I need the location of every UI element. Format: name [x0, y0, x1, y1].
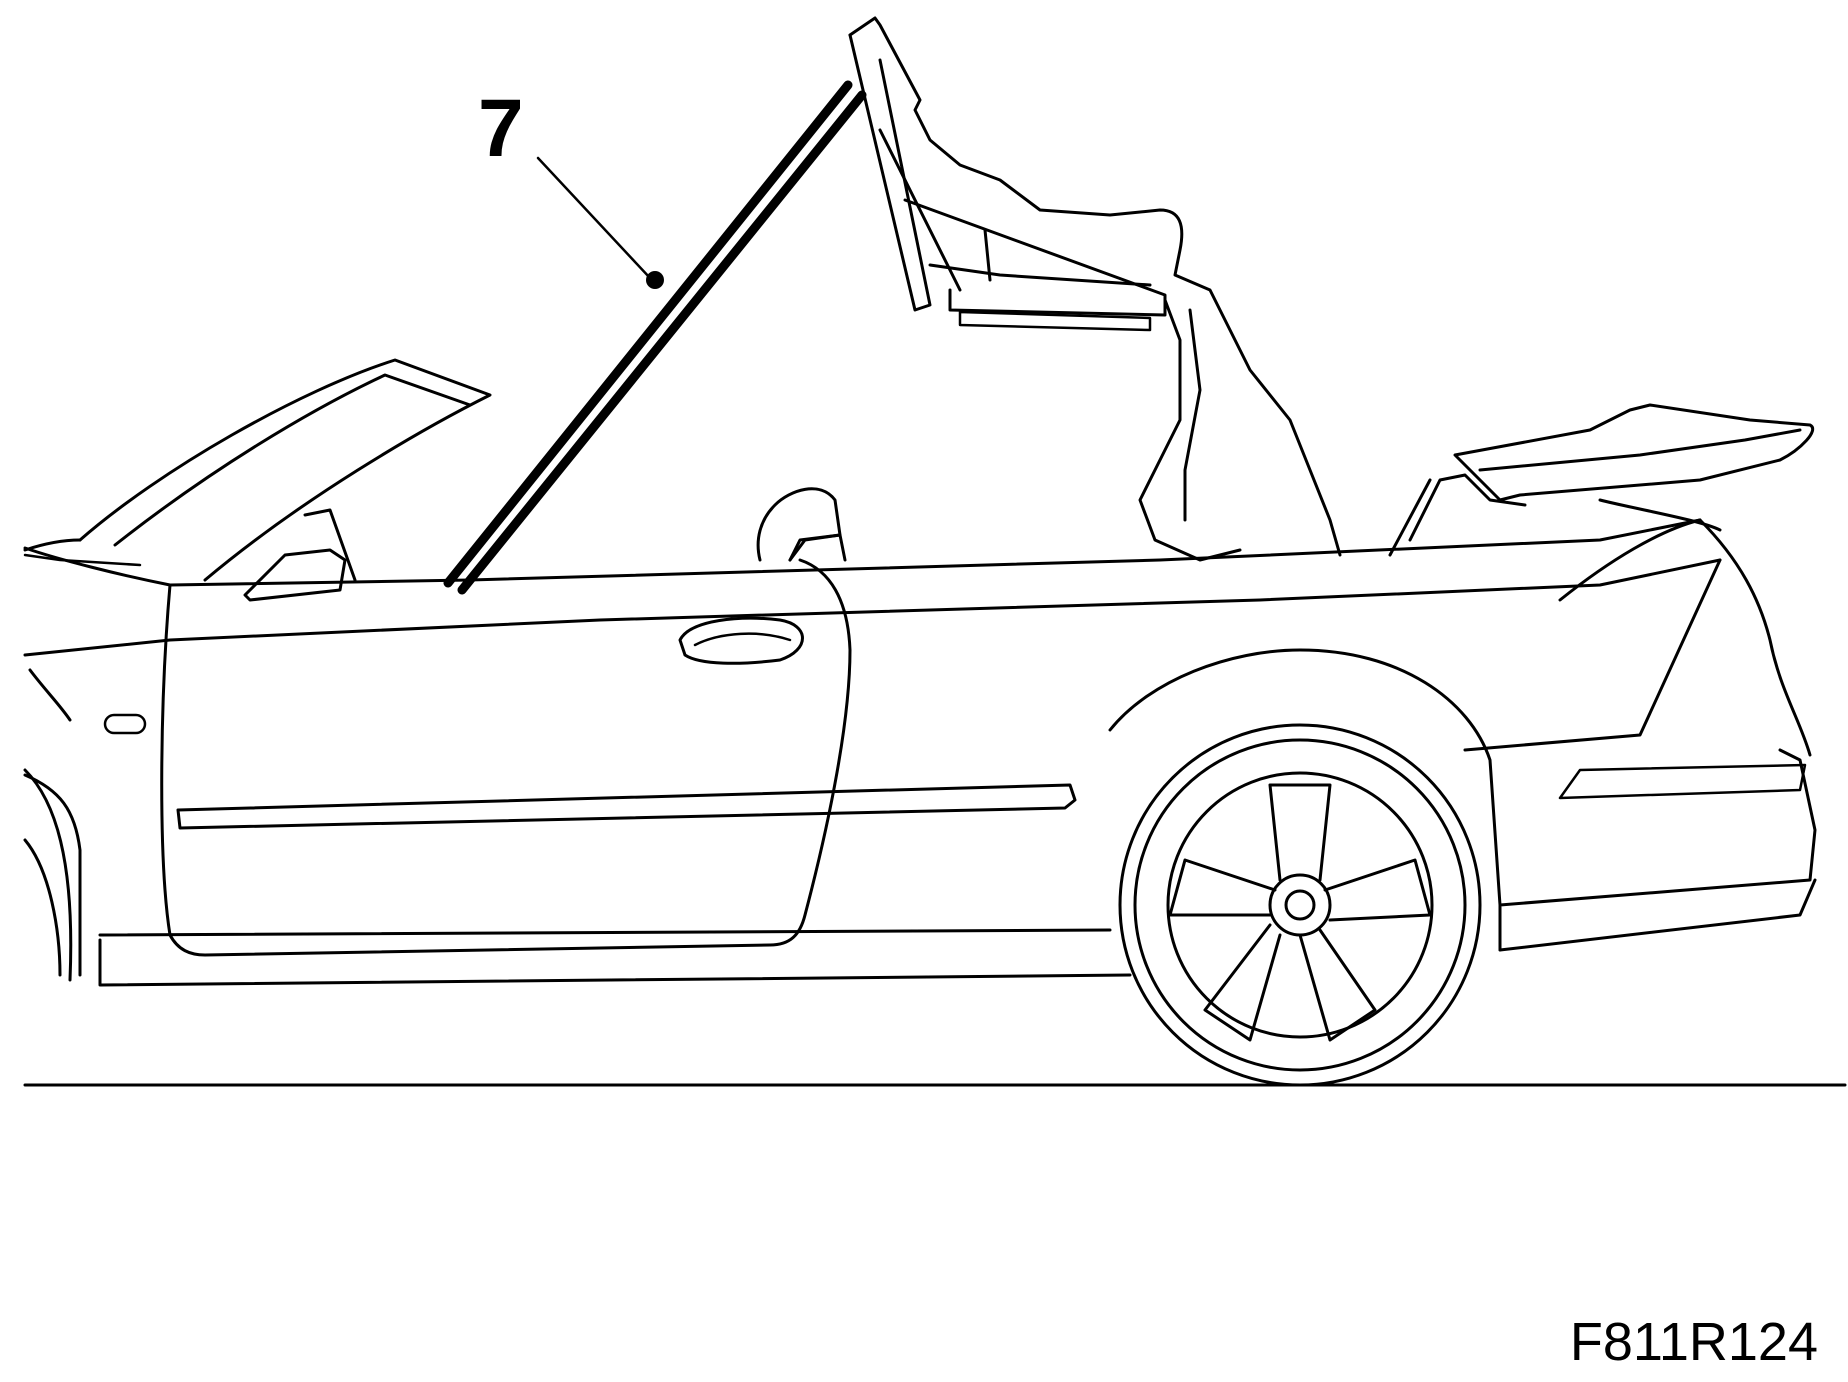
car-body [23, 518, 1817, 987]
callout-dot [646, 271, 664, 289]
side-mirror [243, 508, 357, 602]
folding-roof [848, 16, 1342, 562]
callout-number: 7 [478, 83, 524, 174]
windshield-frame [23, 358, 492, 582]
trunk-lid [1388, 403, 1814, 557]
seat-headrest [756, 487, 847, 562]
front-wheel-arc [23, 768, 73, 982]
rear-wheel [1108, 648, 1502, 1087]
part-7-seal-strip [443, 80, 867, 595]
callout-leader-line [536, 156, 652, 280]
front-door [160, 558, 1077, 957]
figure-id: F811R124 [1569, 1312, 1818, 1372]
